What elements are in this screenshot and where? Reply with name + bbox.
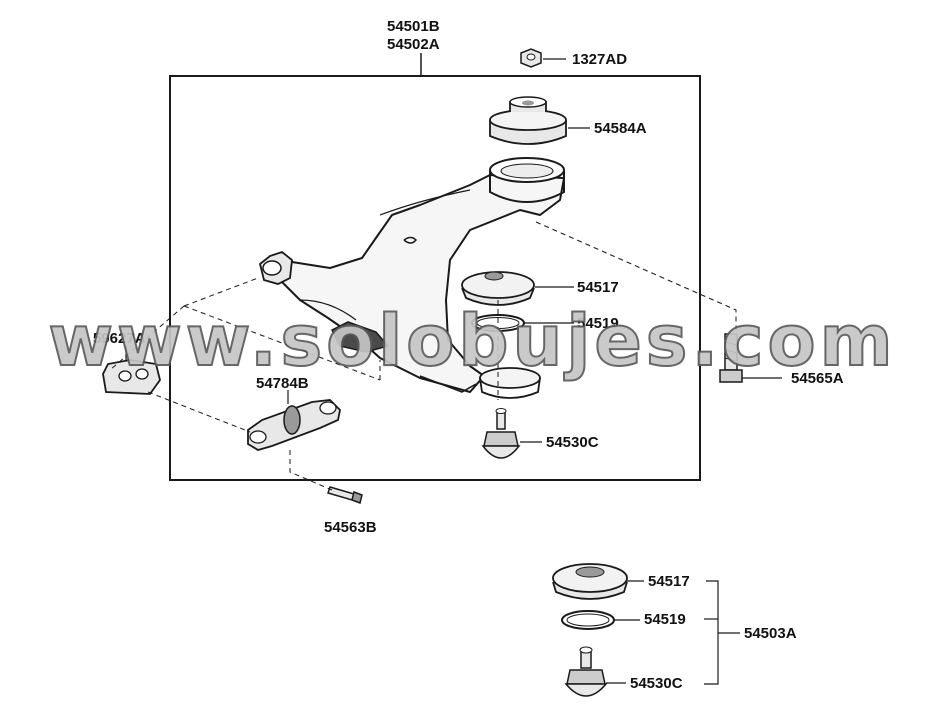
rear-bolt-part	[719, 333, 782, 383]
kit-ball-joint-part	[564, 646, 626, 697]
snap-ring-label: 54519	[577, 315, 619, 332]
front-bushing-label: 54784B	[256, 375, 309, 392]
upper-bushing-part	[489, 96, 590, 145]
ball-joint-part	[481, 408, 542, 459]
assembly-label-1: 54501B	[387, 18, 440, 35]
nut-label: 1327AD	[572, 51, 628, 68]
rear-bolt-label: 54565A	[791, 370, 844, 387]
bracket-part	[102, 346, 161, 395]
dust-cover-label: 54517	[577, 279, 619, 296]
assembly-frame	[169, 75, 701, 481]
assembly-dash-lines	[109, 221, 737, 491]
front-bushing-part	[247, 390, 341, 451]
front-bolt-part	[327, 486, 363, 504]
kit-number-label: 54503A	[744, 625, 797, 642]
assembly-label-2: 54502A	[387, 36, 440, 53]
kit-dust-cover-label: 54517	[648, 573, 690, 590]
snap-ring-part	[471, 314, 574, 332]
kit-snap-ring-label: 54519	[644, 611, 686, 628]
bracket-label: 59627A	[93, 330, 146, 347]
front-bolt-label: 54563B	[324, 519, 377, 536]
kit-ball-joint-label: 54530C	[630, 675, 683, 692]
kit-snap-ring-part	[561, 610, 640, 630]
upper-bushing-label: 54584A	[594, 120, 647, 137]
nut-part	[520, 48, 566, 68]
ball-joint-label: 54530C	[546, 434, 599, 451]
kit-dust-cover-part	[552, 563, 644, 600]
control-arm-part	[258, 157, 565, 399]
dust-cover-part	[461, 271, 574, 306]
kit-bracket	[704, 580, 740, 685]
